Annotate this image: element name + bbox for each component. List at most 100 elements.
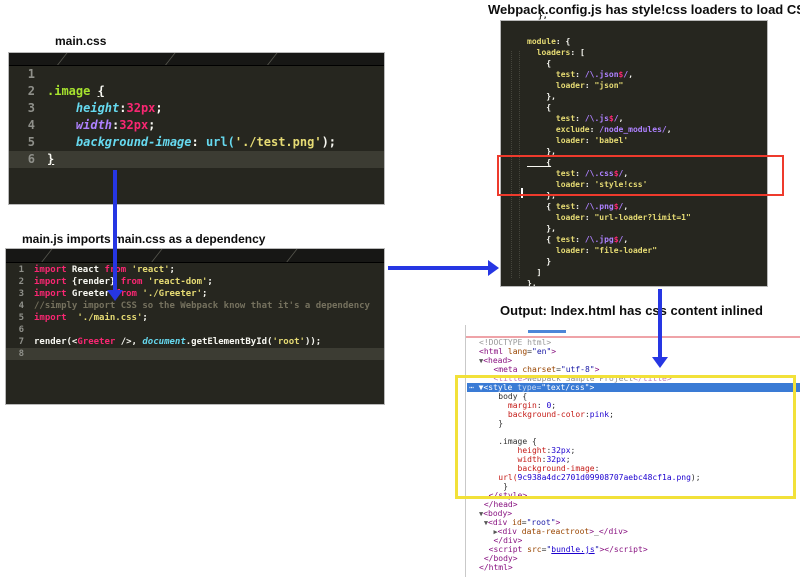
code-line: 2.image { [9,83,384,100]
code-token: / [613,114,619,123]
tab-separator [283,249,310,262]
code-token: /\.png [584,202,614,211]
code-token [527,125,556,134]
code-token: : [584,213,595,222]
code-tokens: url(9c938a4dc2701d09908707aebc48cf1a.png… [479,473,800,482]
code-token: <script [479,545,528,554]
code-token: > [589,527,595,536]
code-tokens: ▶<div data-reactroot>_</div> [479,527,800,537]
code-line: url(9c938a4dc2701d09908707aebc48cf1a.png… [479,473,800,482]
code-line: width:32px; [479,455,800,464]
code-tokens: <title>Webpack Sample Project</title> [479,374,800,383]
code-token: </html> [479,563,513,572]
code-line: loader: "file-loader" [527,245,767,256]
code-token: ; [551,401,557,410]
code-token: <head> [483,356,513,365]
code-tokens: <script src="bundle.js"></script> [479,545,800,554]
code-token: "utf-8" [560,365,595,374]
code-token: 32px [126,101,156,115]
code-line: </body> [479,554,800,563]
code-token: $ [618,70,624,79]
code-tokens: import {render} from 'react-dom'; [34,276,384,288]
code-token: ; [155,101,163,115]
code-token: background-image [75,135,192,149]
code-token: ; [148,118,156,132]
code-token: : [584,410,590,419]
code-token: /\.css [584,169,614,178]
arrow-webpack-to-output [658,289,662,359]
code-token: : [575,70,585,79]
code-token: from [120,277,143,287]
code-token: , [618,114,624,123]
devtools-top-divider [466,336,800,338]
code-token: : [546,446,552,455]
code-token [527,114,556,123]
code-token: ⋯ [469,383,479,392]
code-token: charset [522,365,557,374]
yellow-highlight-box [455,375,796,499]
code-line: loaders: [ [527,47,767,58]
code-token: , [628,70,634,79]
code-token: />, [115,337,143,347]
webpack-config-editor: module: { loaders: [ { test: /\.json$/, … [500,20,768,287]
code-line: { [527,58,767,69]
code-token: )); [304,337,322,347]
code-token: , [623,169,629,178]
code-token: ); [321,135,337,149]
code-token: > [589,383,595,392]
code-line: </head> [479,500,800,509]
code-token: import [34,289,67,299]
code-line: margin: 0; [479,401,800,410]
line-number: 6 [18,325,24,335]
selected-dom-node-row[interactable]: ⋯ ▼<style type="text/css"> [467,383,800,392]
code-token: /\.json [584,70,619,79]
code-token: = [556,365,561,374]
code-token: pink [589,410,610,419]
code-tokens: { [527,58,767,69]
code-tokens: .image { [47,83,384,100]
line-number: 7 [18,337,24,347]
code-token: Greeter [77,337,116,347]
tab-separator [263,53,290,65]
code-line: } [479,419,800,428]
code-tokens: </style> [479,491,800,500]
code-token: ; [207,277,213,287]
code-token: loader [555,136,585,145]
devtools-tab-underline [528,330,566,333]
code-token: " [546,545,552,554]
code-token: "en" [532,347,552,356]
code-token: </head> [479,500,518,509]
code-tokens: test: /\.css$/, [527,168,767,179]
code-token: //simply import CSS so the Webpack know … [34,301,370,311]
text-cursor [521,188,523,198]
code-tokens: module: { [527,36,767,47]
code-token [527,70,556,79]
code-line: body { [479,392,800,401]
code-token: = [527,347,532,356]
code-tokens: }, [527,223,767,234]
code-token: $ [608,114,614,123]
code-tokens: ▼<div id="root"> [479,518,800,528]
code-token: ; [169,265,175,275]
code-token: url( [498,473,518,482]
code-token: id [512,518,522,527]
code-tokens: loader: "url-loader?limit=1" [527,212,767,223]
line-number: 6 [27,152,35,166]
code-token: <!DOCTYPE html> [479,338,552,347]
line-number: 2 [18,277,24,287]
code-token: bundle.js [551,545,595,554]
code-tokens: loader: "file-loader" [527,245,767,256]
code-token: background-image [517,464,595,473]
code-token: , [623,235,629,244]
code-tokens: <html lang="en"> [479,347,800,356]
line-number: 5 [27,135,35,149]
code-line: ▶<div data-reactroot>_</div> [479,527,800,536]
code-line: background-color:pink; [479,410,800,419]
code-token: : [584,246,595,255]
code-token: </body> [479,554,518,563]
code-token: ▶ [493,528,498,536]
code-line: 4//simply import CSS so the Webpack know… [6,300,384,312]
